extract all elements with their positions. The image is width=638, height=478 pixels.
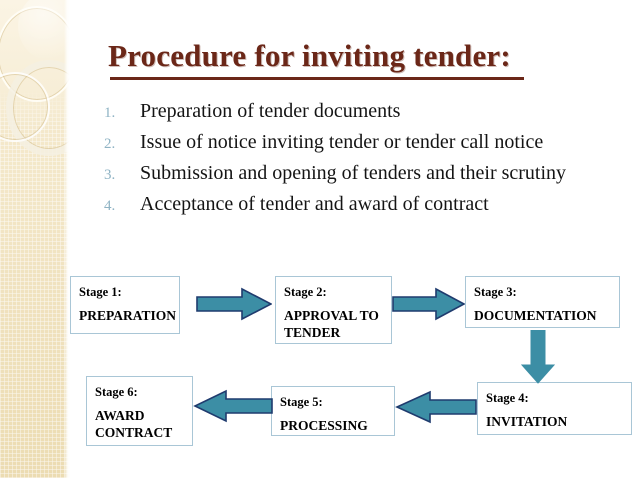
stage-3-header: Stage 3:: [474, 285, 517, 299]
stage-4-header: Stage 4:: [486, 391, 529, 405]
diagram-box-stage-2: Stage 2: APPROVAL TO TENDER: [275, 276, 392, 344]
stage-5-header: Stage 5:: [280, 395, 323, 409]
list-item: 1. Preparation of tender documents: [104, 100, 624, 131]
list-item-number: 2.: [104, 136, 116, 152]
arrow-right-icon: [392, 287, 465, 321]
list-item: 2. Issue of notice inviting tender or te…: [104, 131, 624, 162]
stage-1-header: Stage 1:: [79, 285, 122, 299]
list-item-label: Issue of notice inviting tender or tende…: [140, 131, 544, 153]
diagram-box-stage-4: Stage 4: INVITATION: [477, 382, 632, 435]
slide-title: Procedure for inviting tender:: [108, 38, 511, 73]
list-item-number: 3.: [104, 167, 116, 183]
arrow-right-icon: [196, 287, 272, 321]
list-item-number: 1.: [104, 105, 116, 121]
stage-4-body: INVITATION: [486, 414, 568, 429]
stage-3-body: DOCUMENTATION: [474, 308, 597, 323]
numbered-list: 1. Preparation of tender documents 2. Is…: [104, 100, 624, 224]
decorative-left-band: [0, 0, 70, 478]
stage-6-header: Stage 6:: [95, 385, 138, 399]
list-item-label: Acceptance of tender and award of contra…: [140, 193, 489, 215]
stage-6-body: AWARD CONTRACT: [95, 408, 173, 440]
stage-5-body: PROCESSING: [280, 418, 368, 433]
band-edge: [64, 0, 70, 478]
arrow-down-icon: [520, 330, 556, 384]
diagram-box-stage-6: Stage 6: AWARD CONTRACT: [86, 376, 193, 446]
list-item: 3. Submission and opening of tenders and…: [104, 162, 624, 193]
diagram-box-stage-3: Stage 3: DOCUMENTATION: [465, 276, 620, 328]
list-item: 4. Acceptance of tender and award of con…: [104, 193, 624, 224]
title-underline: [110, 77, 524, 80]
list-item-label: Submission and opening of tenders and th…: [140, 162, 567, 184]
arrow-left-icon: [395, 390, 477, 424]
arrow-left-icon: [193, 389, 273, 423]
stage-2-body: APPROVAL TO TENDER: [284, 308, 379, 340]
diagram-box-stage-1: Stage 1: PREPARATION: [70, 276, 180, 334]
stage-1-body: PREPARATION: [79, 308, 176, 323]
list-item-number: 4.: [104, 198, 116, 214]
diagram-box-stage-5: Stage 5: PROCESSING: [271, 386, 395, 436]
stage-2-header: Stage 2:: [284, 285, 327, 299]
list-item-label: Preparation of tender documents: [140, 100, 401, 122]
